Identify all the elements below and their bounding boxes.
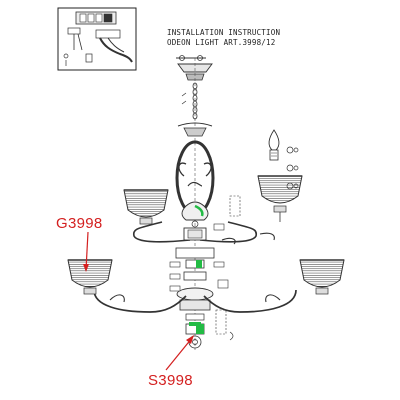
shade-icon <box>67 259 113 295</box>
shade-icon <box>257 175 303 222</box>
socket-callout-line <box>165 337 193 371</box>
glass-callout-arrow <box>83 264 89 272</box>
ceiling-canopy <box>176 55 213 81</box>
bulb-icon <box>268 129 280 161</box>
arm-icon <box>93 289 297 313</box>
socket-part-label: S3998 <box>148 372 193 389</box>
shade-icon <box>299 259 345 295</box>
instruction-title: INSTALLATION INSTRUCTION <box>167 28 281 37</box>
article-number: ODEON LIGHT ART.3998/12 <box>167 38 276 47</box>
shade-icon <box>123 189 169 225</box>
wiring-box-icon <box>63 11 133 66</box>
glass-callout-line <box>85 231 89 271</box>
wiring-inset <box>57 7 137 71</box>
arm-icon <box>132 221 275 245</box>
step-markers-lower <box>169 261 234 341</box>
chain-icon <box>181 82 198 120</box>
step-markers-upper <box>213 146 299 231</box>
socket-highlight <box>189 322 201 326</box>
socket-callout-arrow <box>186 335 194 344</box>
glass-part-label: G3998 <box>56 215 103 232</box>
